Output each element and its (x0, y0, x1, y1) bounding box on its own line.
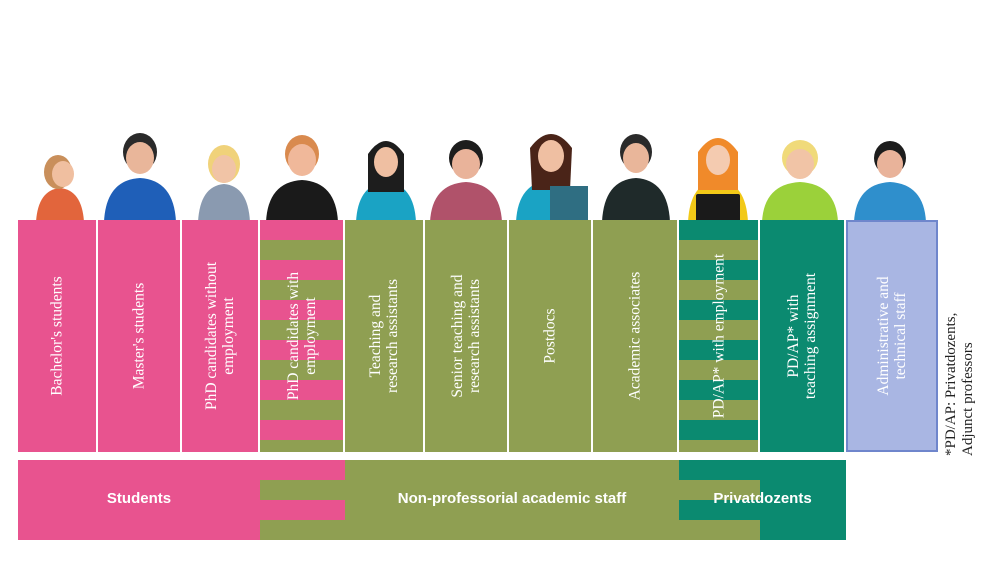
group-label-non-professorial: Non-professorial academic staff (397, 490, 627, 507)
column-pd-ap-with-employment: PD/AP* with employment (679, 220, 760, 452)
person-11-figure (854, 141, 926, 222)
column-bachelors-students: Bachelor's students (18, 220, 98, 452)
group-band-pink (18, 460, 260, 540)
person-5-figure (356, 141, 416, 222)
group-band-teal (760, 460, 846, 540)
column-phd-with-employment: PhD candidates with employment (260, 220, 345, 452)
column-label: Senior teaching and research assistants (449, 274, 483, 398)
column-label: Teaching and research assistants (367, 278, 401, 394)
person-1-figure (36, 155, 84, 222)
person-4-figure (266, 135, 338, 222)
person-7-figure (516, 134, 588, 222)
column-senior-teaching-research-assistants: Senior teaching and research assistants (425, 220, 509, 452)
column-label: Postdocs (541, 308, 559, 364)
group-non-professorial-academic-staff: Non-professorial academic staff (345, 460, 679, 540)
person-10-figure (762, 140, 838, 222)
column-label: PhD candidates with employment (284, 271, 319, 401)
group-band-striped-left (260, 460, 345, 540)
column-phd-without-employment: PhD candidates without employment (182, 220, 260, 452)
person-8-figure (602, 134, 670, 222)
group-privatdozents: Privatdozents (679, 460, 846, 540)
group-label-students: Students (106, 490, 172, 507)
column-label: Academic associates (626, 271, 644, 401)
column-label: PD/AP* with teaching assignment (785, 272, 819, 400)
column-administrative-technical-staff: Administrative and technical staff (846, 220, 938, 452)
column-label: Master's students (130, 282, 148, 390)
group-band-striped-right (679, 460, 760, 540)
column-teaching-research-assistants: Teaching and research assistants (345, 220, 425, 452)
column-masters-students: Master's students (98, 220, 182, 452)
person-2-figure (104, 133, 176, 222)
column-academic-associates: Academic associates (593, 220, 679, 452)
column-label: Bachelor's students (48, 276, 66, 396)
column-label: PD/AP* with employment (710, 253, 727, 419)
group-label-privatdozents: Privatdozents (713, 490, 812, 507)
column-postdocs: Postdocs (509, 220, 593, 452)
group-students: Students (18, 460, 260, 540)
group-band-olive (345, 460, 679, 540)
person-6-figure (430, 140, 502, 222)
person-9-figure (688, 138, 748, 222)
column-label: PhD candidates without employment (203, 261, 237, 411)
footnote-pd-ap: *PD/AP: Privatdozents, Adjunct professor… (943, 312, 976, 456)
column-label: Administrative and technical staff (875, 276, 909, 396)
column-pd-ap-with-teaching-assignment: PD/AP* with teaching assignment (760, 220, 846, 452)
person-3-figure (198, 145, 250, 222)
